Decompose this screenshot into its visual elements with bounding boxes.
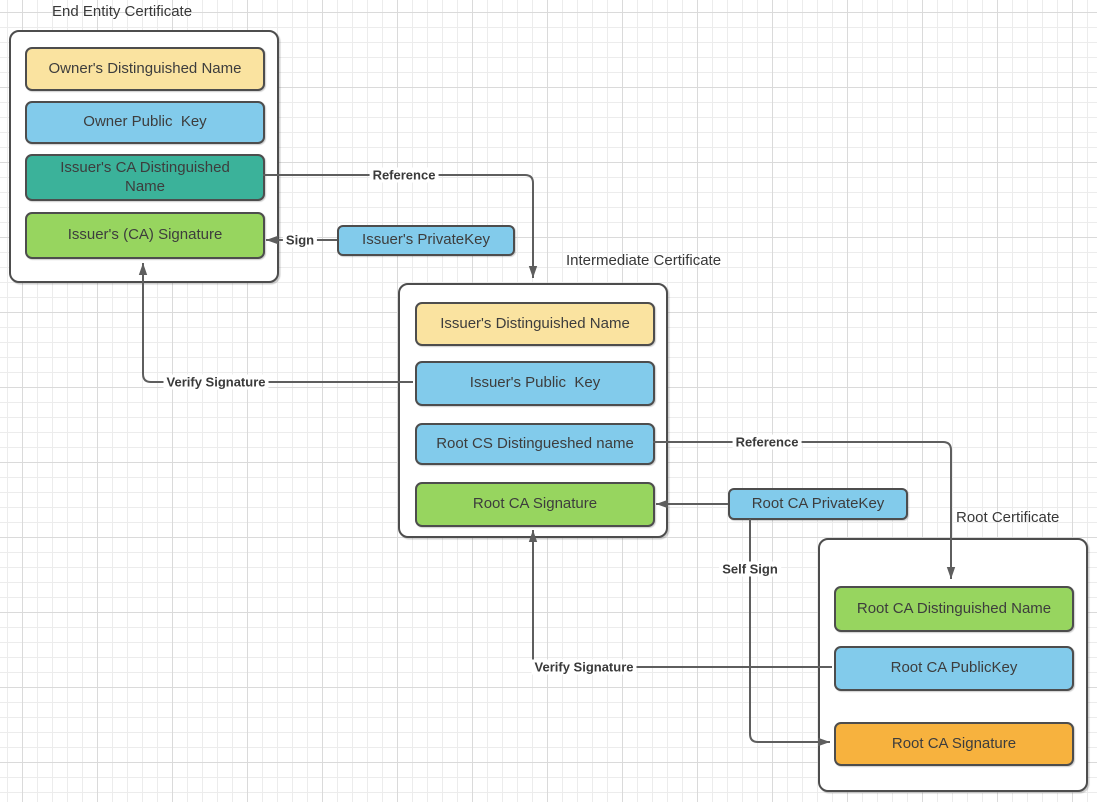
box-label: Root CA Signature bbox=[472, 495, 598, 513]
arrow-label-reference-top: Reference bbox=[369, 167, 439, 183]
box-label: Issuer's Distinguished Name bbox=[440, 314, 630, 332]
group-intermediate-certificate[interactable]: Issuer's Distinguished Name Issuer's Pub… bbox=[398, 283, 668, 538]
box-label: Root CA Distinguished Name bbox=[856, 599, 1052, 617]
arrow-label-self-sign: Self Sign bbox=[719, 561, 781, 577]
arrow-label-sign: Sign bbox=[282, 232, 318, 248]
arrow-verify-signature-bottom[interactable] bbox=[528, 530, 832, 668]
box-root-ca-signature-intermediate[interactable]: Root CA Signature bbox=[415, 482, 655, 527]
box-owner-public-key[interactable]: Owner Public Key bbox=[25, 101, 265, 144]
box-issuers-public-key[interactable]: Issuer's Public Key bbox=[415, 361, 655, 406]
key-label: Issuer's PrivateKey bbox=[362, 231, 490, 249]
arrow-label-verify-signature-left: Verify Signature bbox=[163, 374, 269, 390]
box-label: Root CA Signature bbox=[891, 734, 1017, 752]
box-label: Issuer's Public Key bbox=[469, 374, 601, 392]
group-title-intermediate-certificate: Intermediate Certificate bbox=[566, 252, 722, 269]
box-root-cs-distingueshed-name[interactable]: Root CS Distingueshed name bbox=[415, 423, 655, 465]
box-issuers-distinguished-name[interactable]: Issuer's Distinguished Name bbox=[415, 302, 655, 346]
box-label: Owner Public Key bbox=[83, 113, 207, 131]
group-title-root-certificate: Root Certificate bbox=[956, 509, 1060, 526]
group-title-end-entity-certificate: End Entity Certificate bbox=[52, 3, 193, 20]
box-root-ca-publickey[interactable]: Root CA PublicKey bbox=[834, 646, 1074, 691]
key-root-ca-privatekey[interactable]: Root CA PrivateKey bbox=[728, 488, 908, 520]
box-root-ca-signature-root[interactable]: Root CA Signature bbox=[834, 722, 1074, 766]
box-label: Issuer's (CA) Signature bbox=[67, 226, 223, 244]
group-end-entity-certificate[interactable]: Owner's Distinguished Name Owner Public … bbox=[9, 30, 279, 283]
box-label: Root CA PublicKey bbox=[890, 659, 1018, 677]
group-root-certificate[interactable]: Root CA Distinguished Name Root CA Publi… bbox=[818, 538, 1088, 792]
box-label: Issuer's CA Distinguished Name bbox=[60, 158, 230, 195]
box-issuers-ca-distinguished-name[interactable]: Issuer's CA Distinguished Name bbox=[25, 154, 265, 201]
box-owners-distinguished-name[interactable]: Owner's Distinguished Name bbox=[25, 47, 265, 91]
arrow-label-reference-right: Reference bbox=[732, 434, 802, 450]
arrow-label-verify-signature-bottom: Verify Signature bbox=[531, 659, 637, 675]
key-label: Root CA PrivateKey bbox=[751, 494, 885, 512]
key-issuers-privatekey[interactable]: Issuer's PrivateKey bbox=[337, 225, 515, 256]
box-root-ca-distinguished-name[interactable]: Root CA Distinguished Name bbox=[834, 586, 1074, 632]
box-label: Owner's Distinguished Name bbox=[48, 59, 242, 77]
box-issuers-ca-signature[interactable]: Issuer's (CA) Signature bbox=[25, 212, 265, 259]
box-label: Root CS Distingueshed name bbox=[436, 434, 634, 452]
